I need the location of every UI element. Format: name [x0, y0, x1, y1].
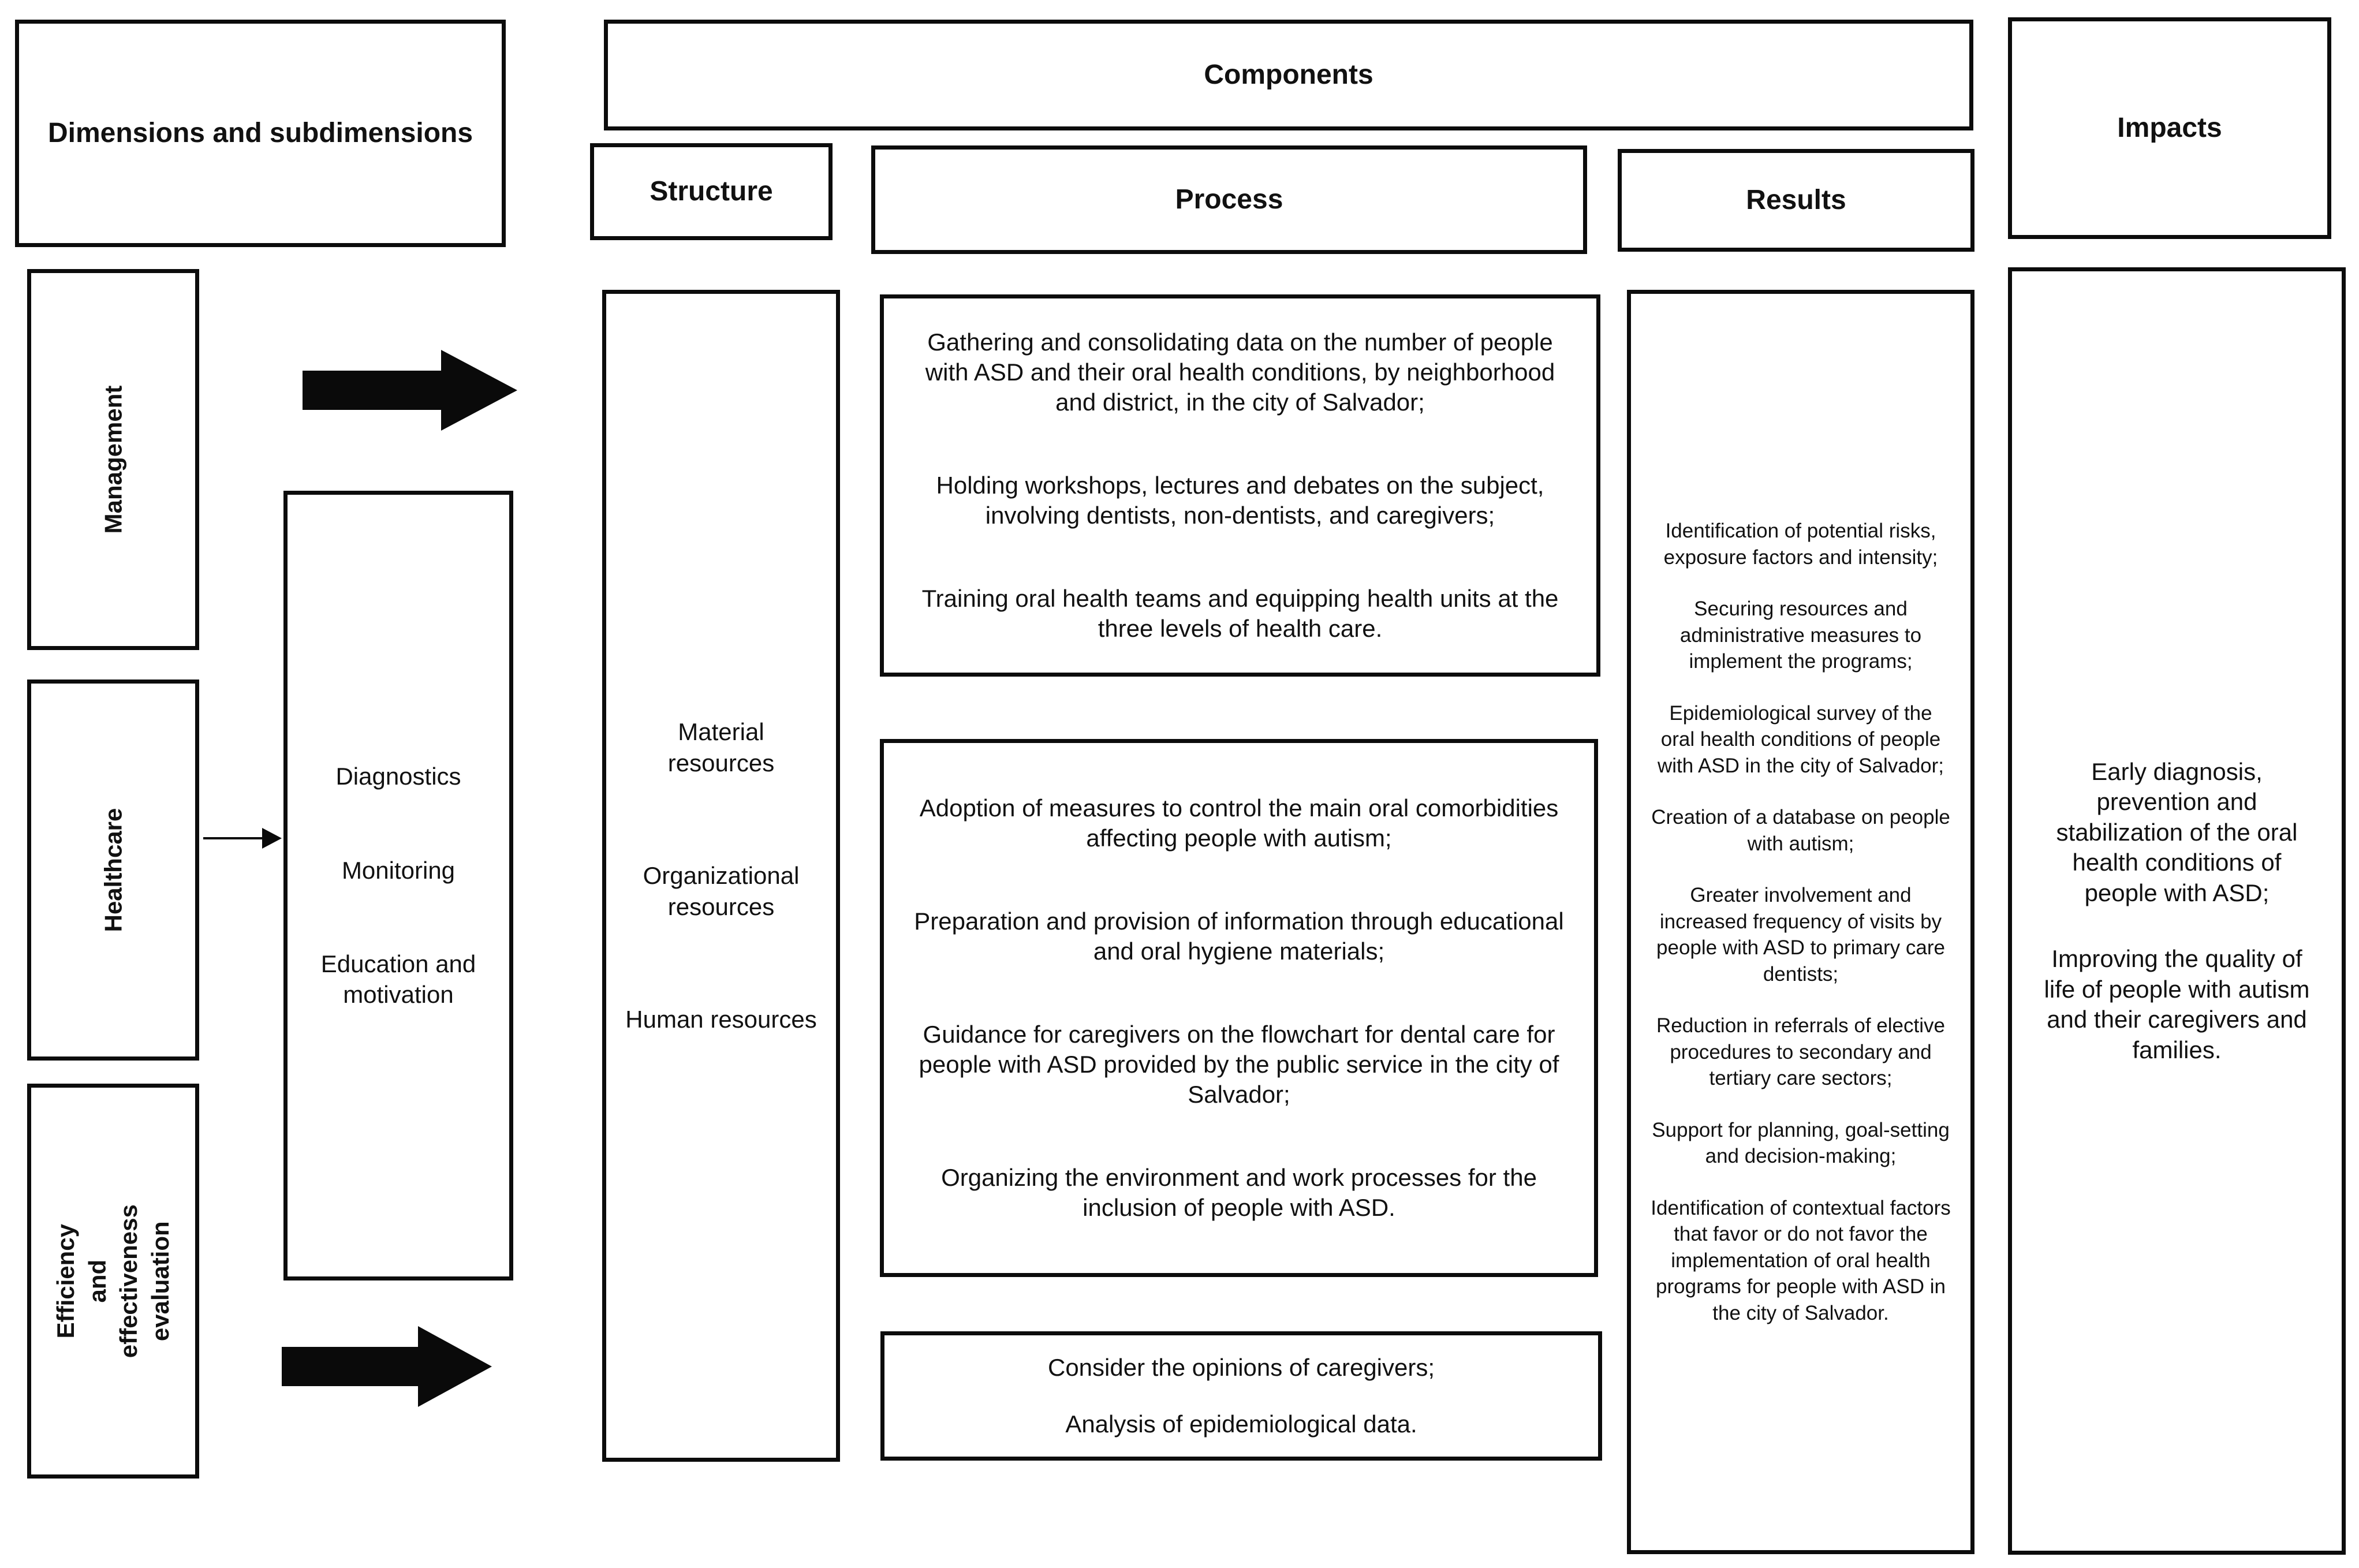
structure-item: Material resources [667, 718, 775, 777]
process-item: Preparation and provision of information… [914, 907, 1564, 965]
result-item: Securing resources and administrative me… [1679, 598, 1922, 673]
process-item: Training oral health teams and equipping… [921, 585, 1559, 643]
components-header-label: Components [1204, 59, 1373, 91]
process-header-label: Process [1175, 184, 1283, 215]
results-header-box: Results [1618, 149, 1974, 252]
dimension-healthcare-box: Healthcare [27, 680, 199, 1061]
process-item: Organizing the environment and work proc… [941, 1164, 1537, 1222]
structure-item: Organizational resources [643, 861, 800, 921]
results-box: Identification of potential risks, expos… [1627, 290, 1974, 1554]
result-item: Greater involvement and increased freque… [1656, 884, 1945, 985]
subdimension-item: Monitoring [341, 856, 456, 884]
result-item: Identification of contextual factors tha… [1651, 1196, 1951, 1324]
process-item: Adoption of measures to control the main… [919, 794, 1559, 852]
subdimensions-box: Diagnostics Monitoring Education and mot… [283, 491, 513, 1280]
impacts-header-label: Impacts [2117, 113, 2222, 144]
process-item: Analysis of epidemiological data. [1065, 1410, 1417, 1438]
process-healthcare-box: Adoption of measures to control the main… [880, 739, 1598, 1277]
result-item: Support for planning, goal-setting and d… [1652, 1118, 1950, 1168]
healthcare-right-arrow-icon [202, 815, 283, 861]
result-item: Creation of a database on people with au… [1651, 806, 1950, 855]
impact-item: Early diagnosis, prevention and stabiliz… [2056, 757, 2298, 906]
process-evaluation-box: Consider the opinions of caregivers; Ana… [880, 1331, 1602, 1461]
dimension-management-label: Management [99, 385, 126, 534]
dimension-management-box: Management [27, 269, 199, 650]
dimensions-header-box: Dimensions and subdimensions [15, 20, 506, 247]
process-item: Holding workshops, lectures and debates … [936, 471, 1544, 529]
structure-resources-box: Material resources Organizational resour… [602, 290, 840, 1462]
dimensions-header-label: Dimensions and subdimensions [47, 118, 473, 149]
dimension-healthcare-label: Healthcare [99, 808, 126, 932]
process-item: Consider the opinions of caregivers; [1047, 1353, 1435, 1381]
structure-header-box: Structure [590, 143, 833, 240]
result-item: Identification of potential risks, expos… [1663, 520, 1938, 569]
structure-header-label: Structure [650, 176, 773, 207]
process-item: Guidance for caregivers on the flowchart… [919, 1020, 1559, 1108]
process-management-box: Gathering and consolidating data on the … [880, 294, 1600, 677]
impact-item: Improving the quality of life of people … [2044, 945, 2310, 1063]
dimension-evaluation-label: Efficiency and effectiveness evaluation [51, 1204, 174, 1358]
result-item: Epidemiological survey of the oral healt… [1657, 701, 1944, 777]
evaluation-right-arrow-icon [282, 1323, 497, 1410]
structure-item: Human resources [625, 1005, 817, 1033]
process-header-box: Process [871, 145, 1587, 254]
subdimension-item: Education and motivation [320, 950, 476, 1008]
process-item: Gathering and consolidating data on the … [925, 328, 1555, 416]
impacts-box: Early diagnosis, prevention and stabiliz… [2008, 267, 2346, 1555]
management-right-arrow-icon [303, 346, 522, 434]
impacts-header-box: Impacts [2008, 17, 2331, 239]
result-item: Reduction in referrals of elective proce… [1656, 1014, 1945, 1089]
dimension-evaluation-box: Efficiency and effectiveness evaluation [27, 1084, 199, 1479]
subdimension-item: Diagnostics [335, 763, 461, 790]
components-header-box: Components [604, 20, 1973, 130]
results-header-label: Results [1746, 185, 1846, 216]
